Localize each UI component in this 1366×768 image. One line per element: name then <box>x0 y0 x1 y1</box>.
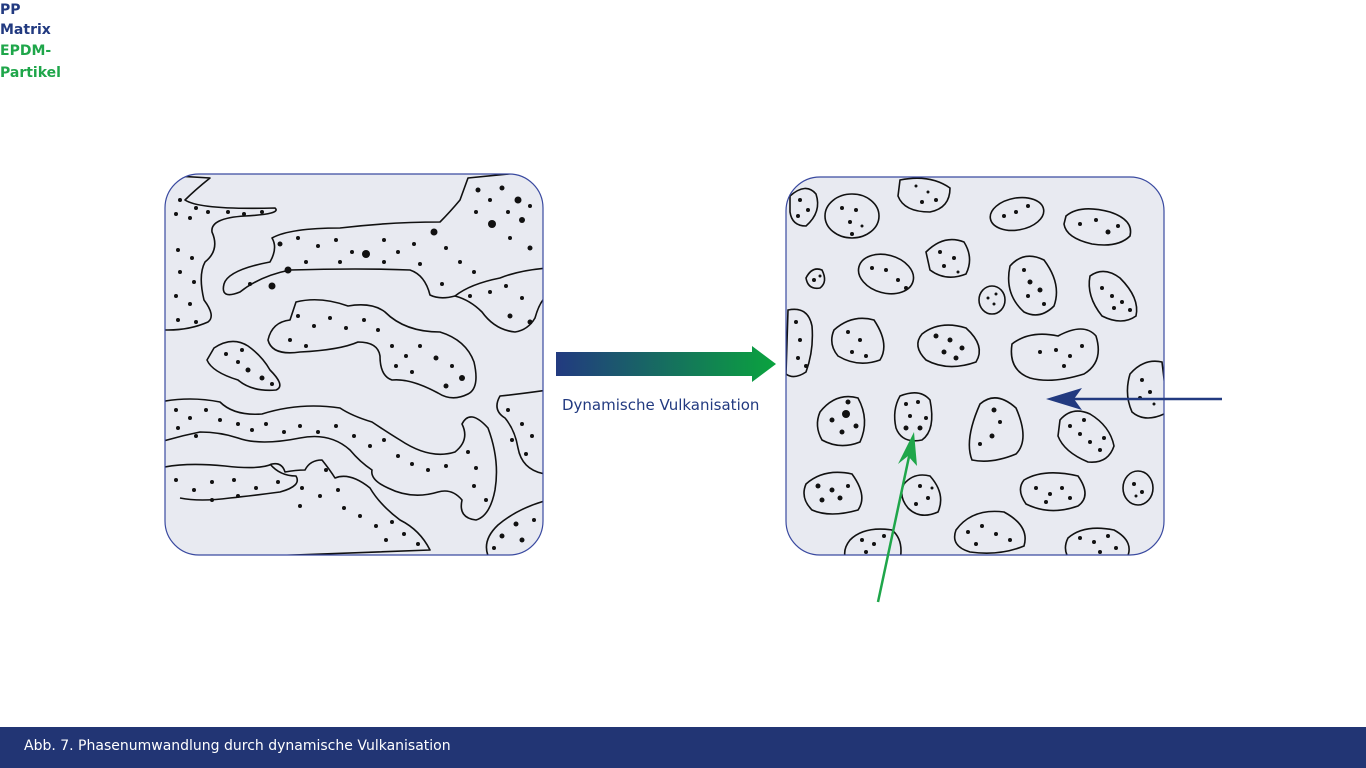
epdm-particles <box>786 177 1164 555</box>
epdm-particle-dots <box>174 185 536 550</box>
right-panel-border <box>785 176 1165 556</box>
pp-matrix-label: PP Matrix <box>0 0 70 40</box>
epdm-particle-dots <box>794 184 1156 554</box>
process-label: Dynamische Vulkanisation <box>562 396 760 414</box>
pp-matrix-pointer-arrow <box>1046 388 1222 410</box>
pp-matrix-label-line2: Matrix <box>0 22 51 38</box>
right-panel-background <box>786 177 1164 555</box>
pp-matrix-label-line1: PP <box>0 2 21 18</box>
co-continuous-morphology-panel <box>164 173 544 556</box>
epdm-domain <box>454 267 543 297</box>
epdm-particle-label: EPDM- Partikel <box>0 40 80 84</box>
epdm-particle-pointer-arrow <box>876 432 917 603</box>
left-panel-background <box>165 174 543 555</box>
left-panel-border <box>164 173 544 556</box>
epdm-particle-label-line1: EPDM- <box>0 43 52 59</box>
epdm-particle-label-line2: Partikel <box>0 65 61 81</box>
epdm-domain <box>165 398 498 521</box>
epdm-domain <box>485 499 543 555</box>
caption-bar: Abb. 7. Phasenumwandlung durch dynamisch… <box>0 727 1366 768</box>
epdm-domain <box>165 459 431 555</box>
epdm-domain <box>496 389 543 475</box>
epdm-domain <box>206 340 281 392</box>
dispersed-particles-panel <box>785 176 1165 556</box>
epdm-domain <box>165 174 277 331</box>
figure-caption: Abb. 7. Phasenumwandlung durch dynamisch… <box>24 738 451 754</box>
process-arrow <box>556 346 776 382</box>
epdm-domain <box>267 298 477 399</box>
